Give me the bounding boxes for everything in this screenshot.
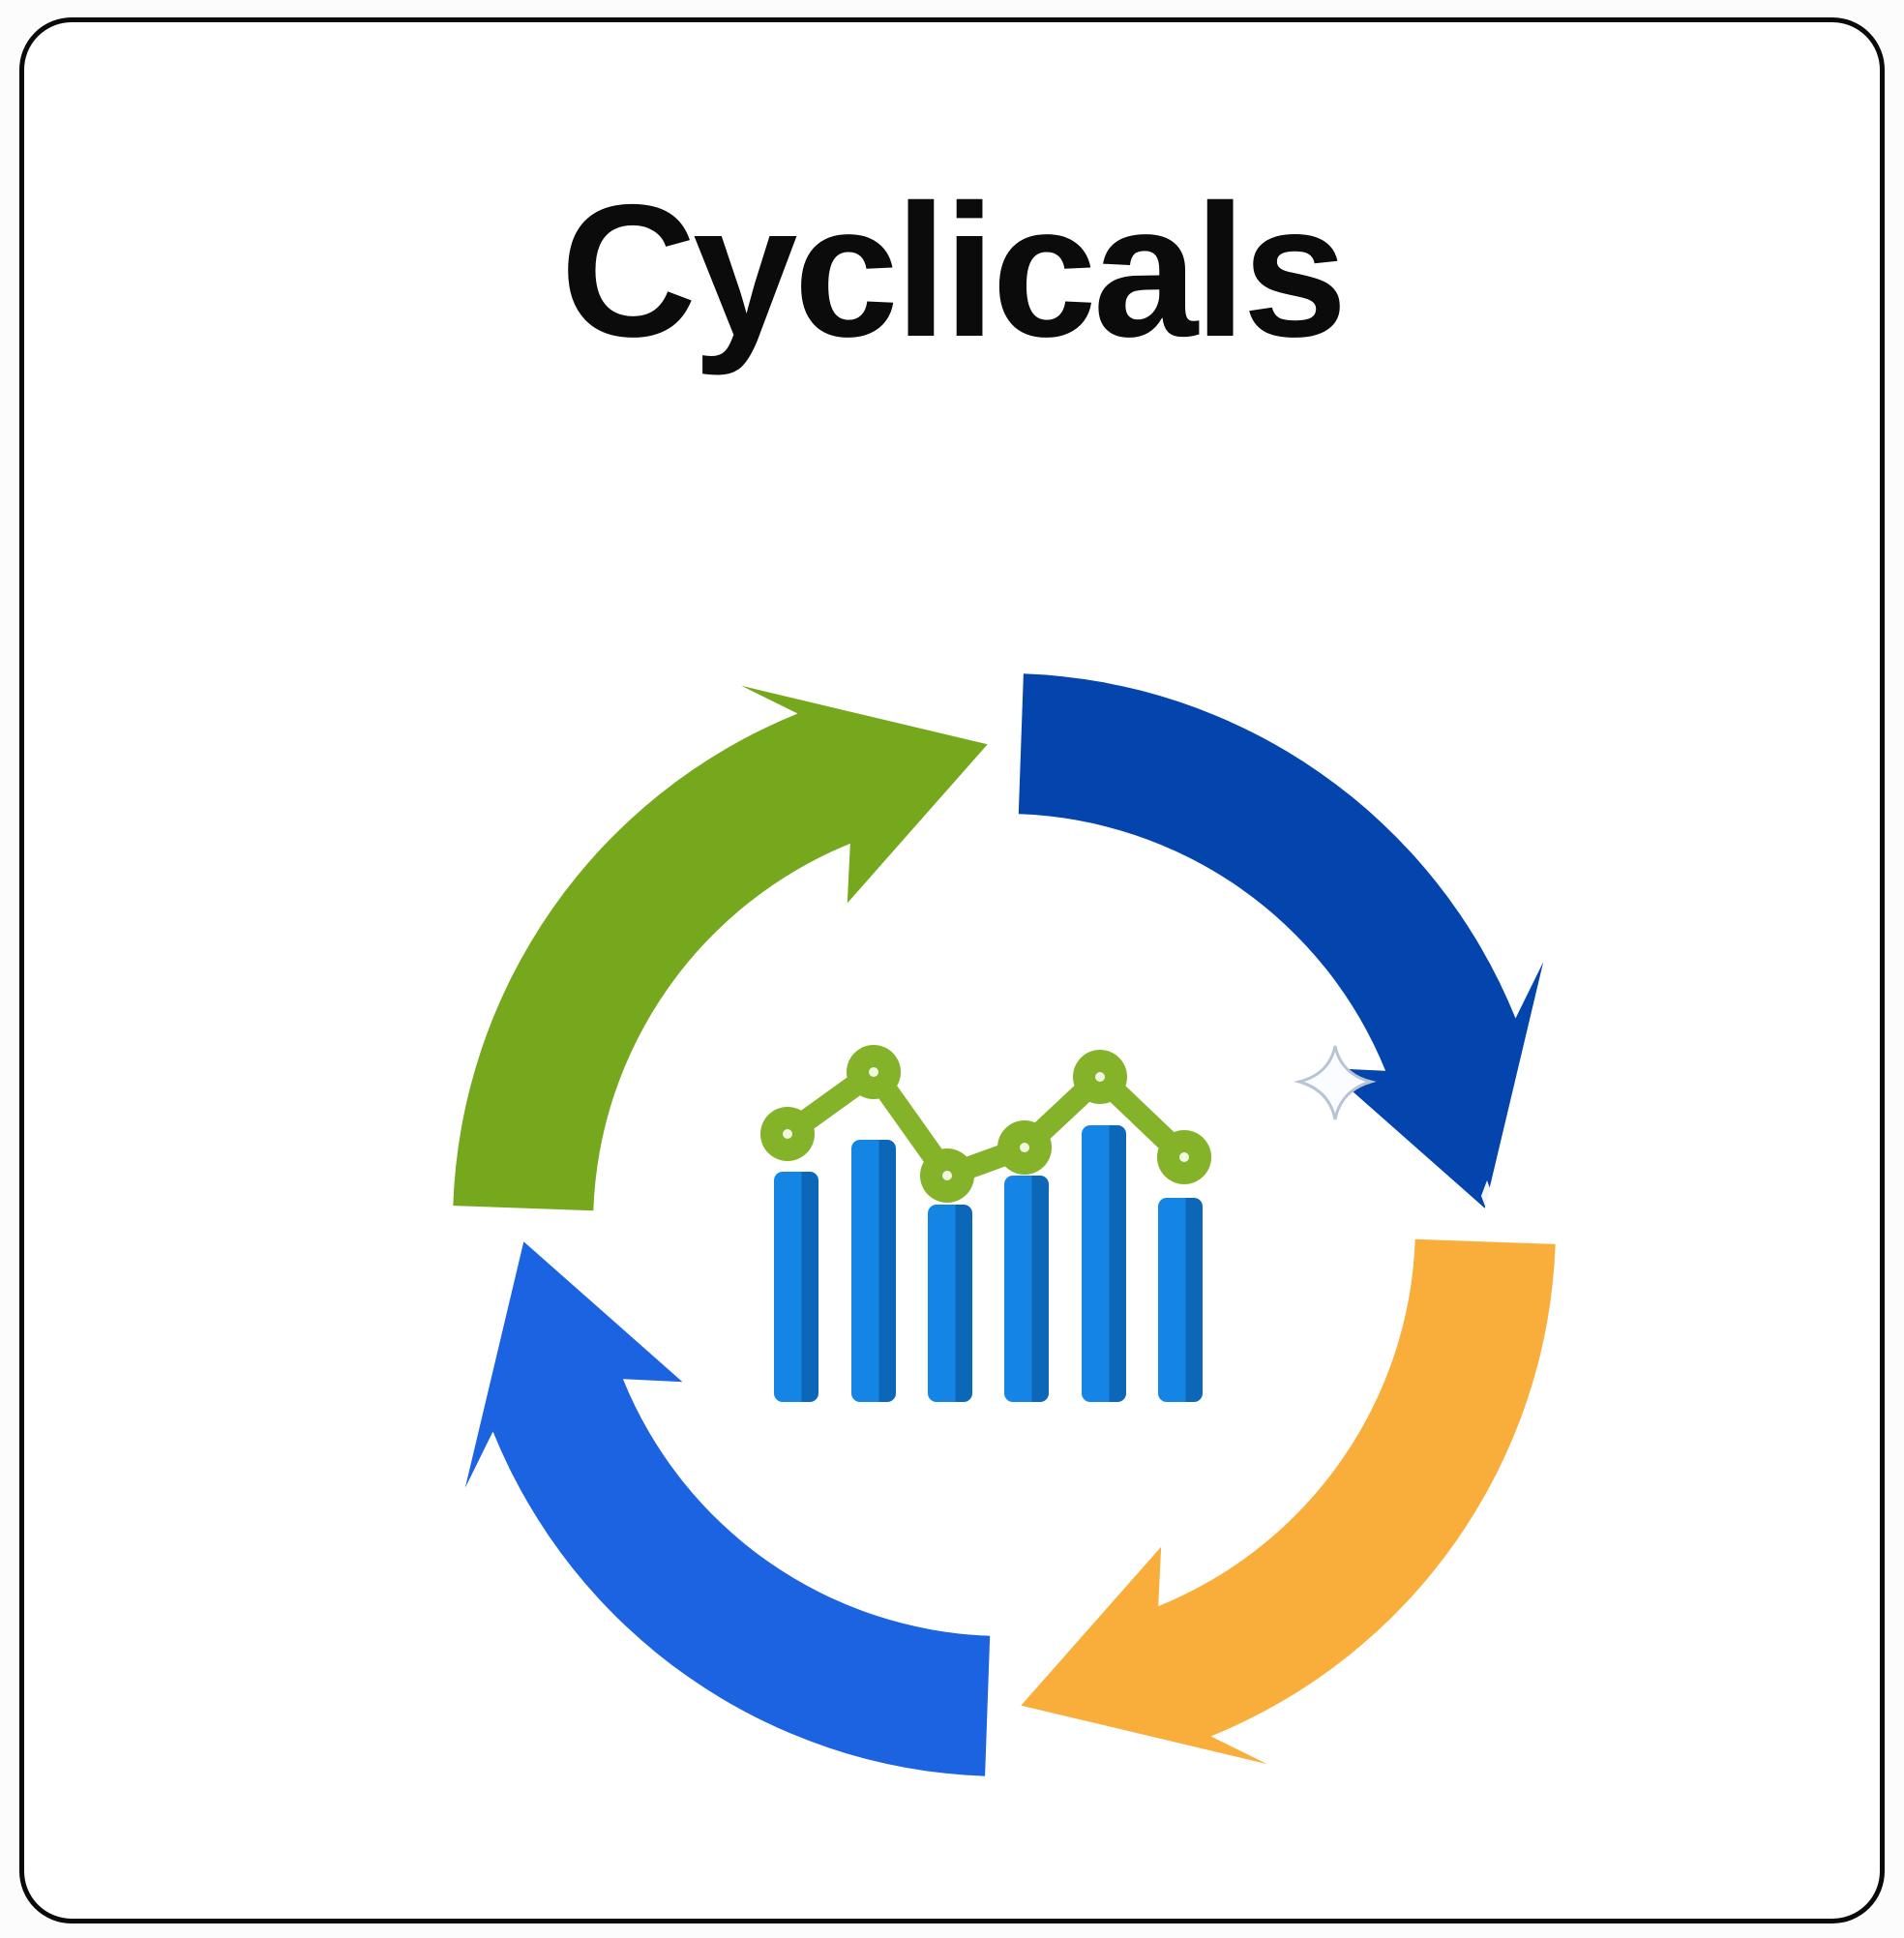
cyclicals-card: Cyclicals [19,17,1885,1923]
cursor-sparkle-icon [1294,1045,1493,1211]
chart-bar [1082,1125,1126,1402]
line-node-dot [1095,1072,1105,1082]
chart-bar [1004,1176,1049,1402]
line-node-dot [783,1129,792,1139]
chart-bar [1158,1198,1203,1402]
chart-bars [774,1125,1203,1402]
cycle-arrow-bottom-left-icon [464,1241,991,1776]
line-node-dot [1179,1152,1189,1162]
chart-bar [774,1172,818,1402]
cycle-diagram [453,673,1556,1776]
line-node-dot [1020,1143,1029,1152]
bar-line-chart-icon [760,1045,1211,1402]
line-node-dot [942,1171,952,1180]
chart-bar [928,1205,972,1402]
trend-line-nodes [760,1045,1211,1203]
line-node-dot [869,1067,878,1077]
page-title: Cyclicals [560,165,1348,376]
chart-bar [851,1140,896,1402]
